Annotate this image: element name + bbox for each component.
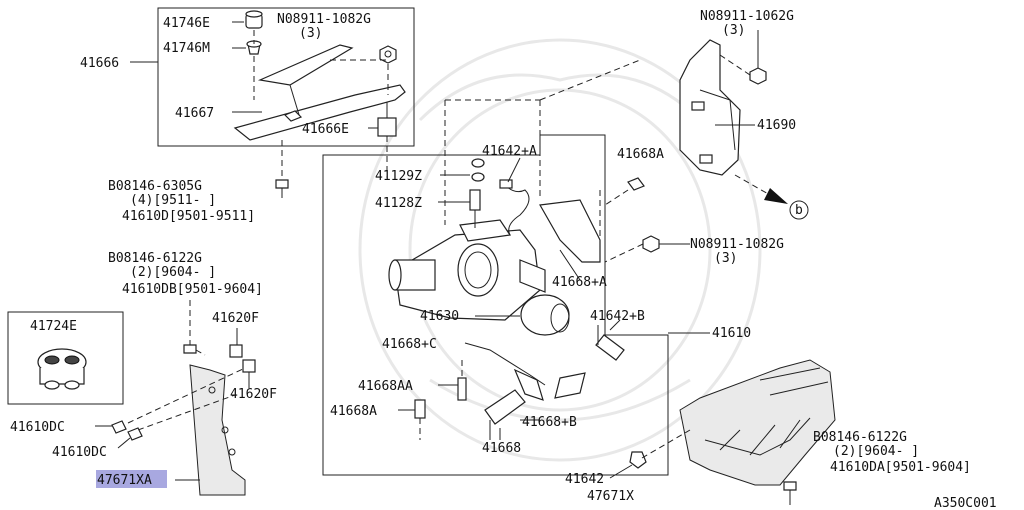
label-41129Z[interactable]: 41129Z	[375, 169, 422, 184]
mount-41666E[interactable]	[377, 102, 397, 137]
bolt-41668AA[interactable]	[457, 360, 467, 401]
bolt-08146-6122G-left[interactable]	[183, 300, 206, 356]
label-41642A[interactable]: 41642+A	[482, 144, 537, 159]
hydraulic-unit-41630[interactable]	[388, 219, 570, 336]
bracket-41690[interactable]	[679, 39, 755, 176]
mud-guard-47671XA[interactable]	[127, 364, 246, 496]
label-47671XA[interactable]: 47671XA	[97, 473, 152, 488]
label-circle-b[interactable]: b	[795, 203, 803, 218]
label-41668[interactable]: 41668	[482, 441, 521, 456]
nut-08911-1082G-mid[interactable]	[604, 235, 690, 263]
bolt-08146-6122G-right[interactable]	[783, 481, 797, 505]
washer-41129Z[interactable]	[471, 158, 485, 182]
bolt-41668A-bottom[interactable]	[414, 399, 426, 440]
bracket-assembly-box	[130, 7, 415, 147]
label-qty-right: (3)	[722, 23, 745, 38]
label-08146-6305G[interactable]: B08146-6305G	[108, 179, 202, 194]
arrow-to-b	[734, 174, 809, 220]
label-41630[interactable]: 41630	[420, 309, 459, 324]
label-41746M[interactable]: 41746M	[163, 41, 210, 56]
label-41668A-top[interactable]: 41668A	[617, 147, 664, 162]
bracket-41668C[interactable]	[464, 342, 586, 401]
bracket-plate-41667[interactable]	[233, 44, 406, 141]
label-qty-9604-right: (2)[9604- ]	[833, 444, 919, 459]
label-41667[interactable]: 41667	[175, 106, 214, 121]
label-41610DC-b[interactable]: 41610DC	[52, 445, 107, 460]
sensor-41128Z[interactable]	[469, 189, 481, 228]
pipe-41642B[interactable]	[595, 319, 625, 361]
label-08146-6122G-left[interactable]: B08146-6122G	[108, 251, 202, 266]
label-41746E[interactable]: 41746E	[163, 16, 210, 31]
label-qty-9604-left: (2)[9604- ]	[130, 265, 216, 280]
pipe-41642A[interactable]	[499, 179, 530, 236]
label-41668AA[interactable]: 41668AA	[358, 379, 413, 394]
bracket-leader-lines	[232, 21, 389, 180]
label-41668B[interactable]: 41668+B	[522, 415, 577, 430]
bolt-08146-6305G[interactable]	[275, 179, 289, 198]
main-leader-lines	[398, 59, 641, 440]
label-41724E[interactable]: 41724E	[30, 319, 77, 334]
label-41668A-plus[interactable]: 41668+A	[552, 275, 607, 290]
label-41610[interactable]: 41610	[712, 326, 751, 341]
mud-guard-47671X[interactable]	[679, 359, 836, 486]
label-41610DB[interactable]: 41610DB[9501-9604]	[122, 282, 263, 297]
bracket-41668B[interactable]	[484, 389, 526, 440]
label-41668C[interactable]: 41668+C	[382, 337, 437, 352]
label-08911-1082G-top[interactable]: N08911-1082G	[277, 12, 371, 27]
grommet-41724E[interactable]	[37, 348, 87, 390]
label-41620F-b[interactable]: 41620F	[230, 387, 277, 402]
label-47671X[interactable]: 47671X	[587, 489, 634, 504]
diagram-code: A350C001	[934, 496, 997, 510]
bracket-41668A[interactable]	[539, 100, 601, 263]
label-qty-mid: (3)	[714, 251, 737, 266]
label-41128Z[interactable]: 41128Z	[375, 196, 422, 211]
label-08146-6122G-right[interactable]: B08146-6122G	[813, 430, 907, 445]
nut-icon[interactable]	[379, 45, 397, 64]
bolt-41668A-top[interactable]	[604, 177, 645, 206]
label-41610D[interactable]: 41610D[9501-9511]	[122, 209, 255, 224]
label-41610DC-a[interactable]: 41610DC	[10, 420, 65, 435]
label-41620F-a[interactable]: 41620F	[212, 311, 259, 326]
label-41610DA[interactable]: 41610DA[9501-9604]	[830, 460, 971, 475]
label-41666E[interactable]: 41666E	[302, 122, 349, 137]
clip-41620F[interactable]	[229, 328, 256, 388]
highlight-47671XA	[96, 470, 167, 488]
clip-41642[interactable]	[609, 429, 691, 479]
label-41666[interactable]: 41666	[80, 56, 119, 71]
label-41690[interactable]: 41690	[757, 118, 796, 133]
screws-41610DC[interactable]	[95, 420, 143, 449]
label-qty-9511: (4)[9511- ]	[130, 193, 216, 208]
label-08911-1062G[interactable]: N08911-1062G	[700, 9, 794, 24]
rubber-bushing-41746E[interactable]	[245, 10, 263, 29]
label-qty-top: (3)	[299, 26, 322, 41]
label-41642B[interactable]: 41642+B	[590, 309, 645, 324]
label-41642[interactable]: 41642	[565, 472, 604, 487]
label-41668A-bottom[interactable]: 41668A	[330, 404, 377, 419]
watermark-emblem	[358, 38, 762, 462]
nut-08911-1062G[interactable]	[719, 30, 767, 85]
inset-box-41724E	[7, 311, 124, 405]
label-08911-1082G-mid[interactable]: N08911-1082G	[690, 237, 784, 252]
